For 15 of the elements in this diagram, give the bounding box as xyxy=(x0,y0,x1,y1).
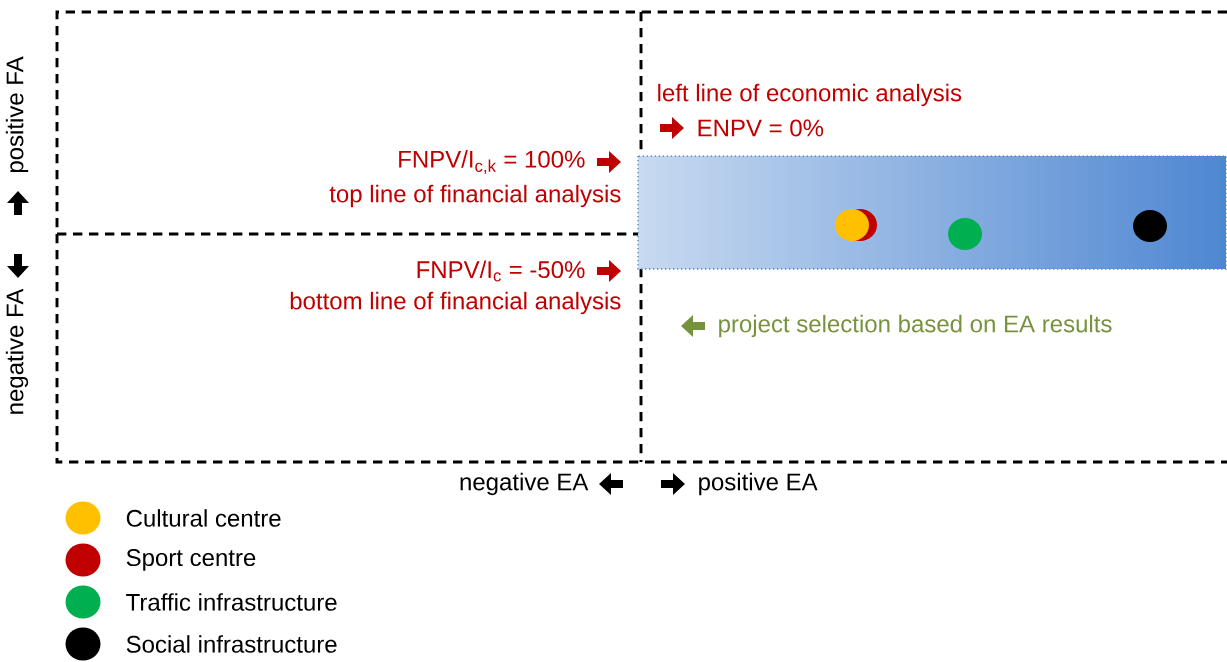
axis-label: negative EA xyxy=(460,472,589,496)
axis-label: positive EA xyxy=(699,472,818,496)
annotation-text: ENPV = 0% xyxy=(698,119,824,137)
annotation-text: FNPV/I$_{c}$ = -50% xyxy=(417,260,585,282)
annotation-text: left line of economic analysis xyxy=(658,83,962,107)
annotation-text: project selection based on EA results xyxy=(719,314,1112,338)
legend-label: Social infrastructure xyxy=(126,635,337,653)
legend-label: Sport centre xyxy=(126,549,256,571)
legend-label: Traffic infrastructure xyxy=(126,593,337,611)
axis-label: positive FA xyxy=(5,56,29,173)
annotation-text: top line of financial analysis xyxy=(329,184,621,208)
annotation-text: bottom line of financial analysis xyxy=(290,291,621,315)
axis-label: negative FA xyxy=(5,288,29,414)
annotation-text: FNPV/I$_{c,k}$ = 100% xyxy=(399,150,585,174)
legend-label: Cultural centre xyxy=(126,509,281,527)
